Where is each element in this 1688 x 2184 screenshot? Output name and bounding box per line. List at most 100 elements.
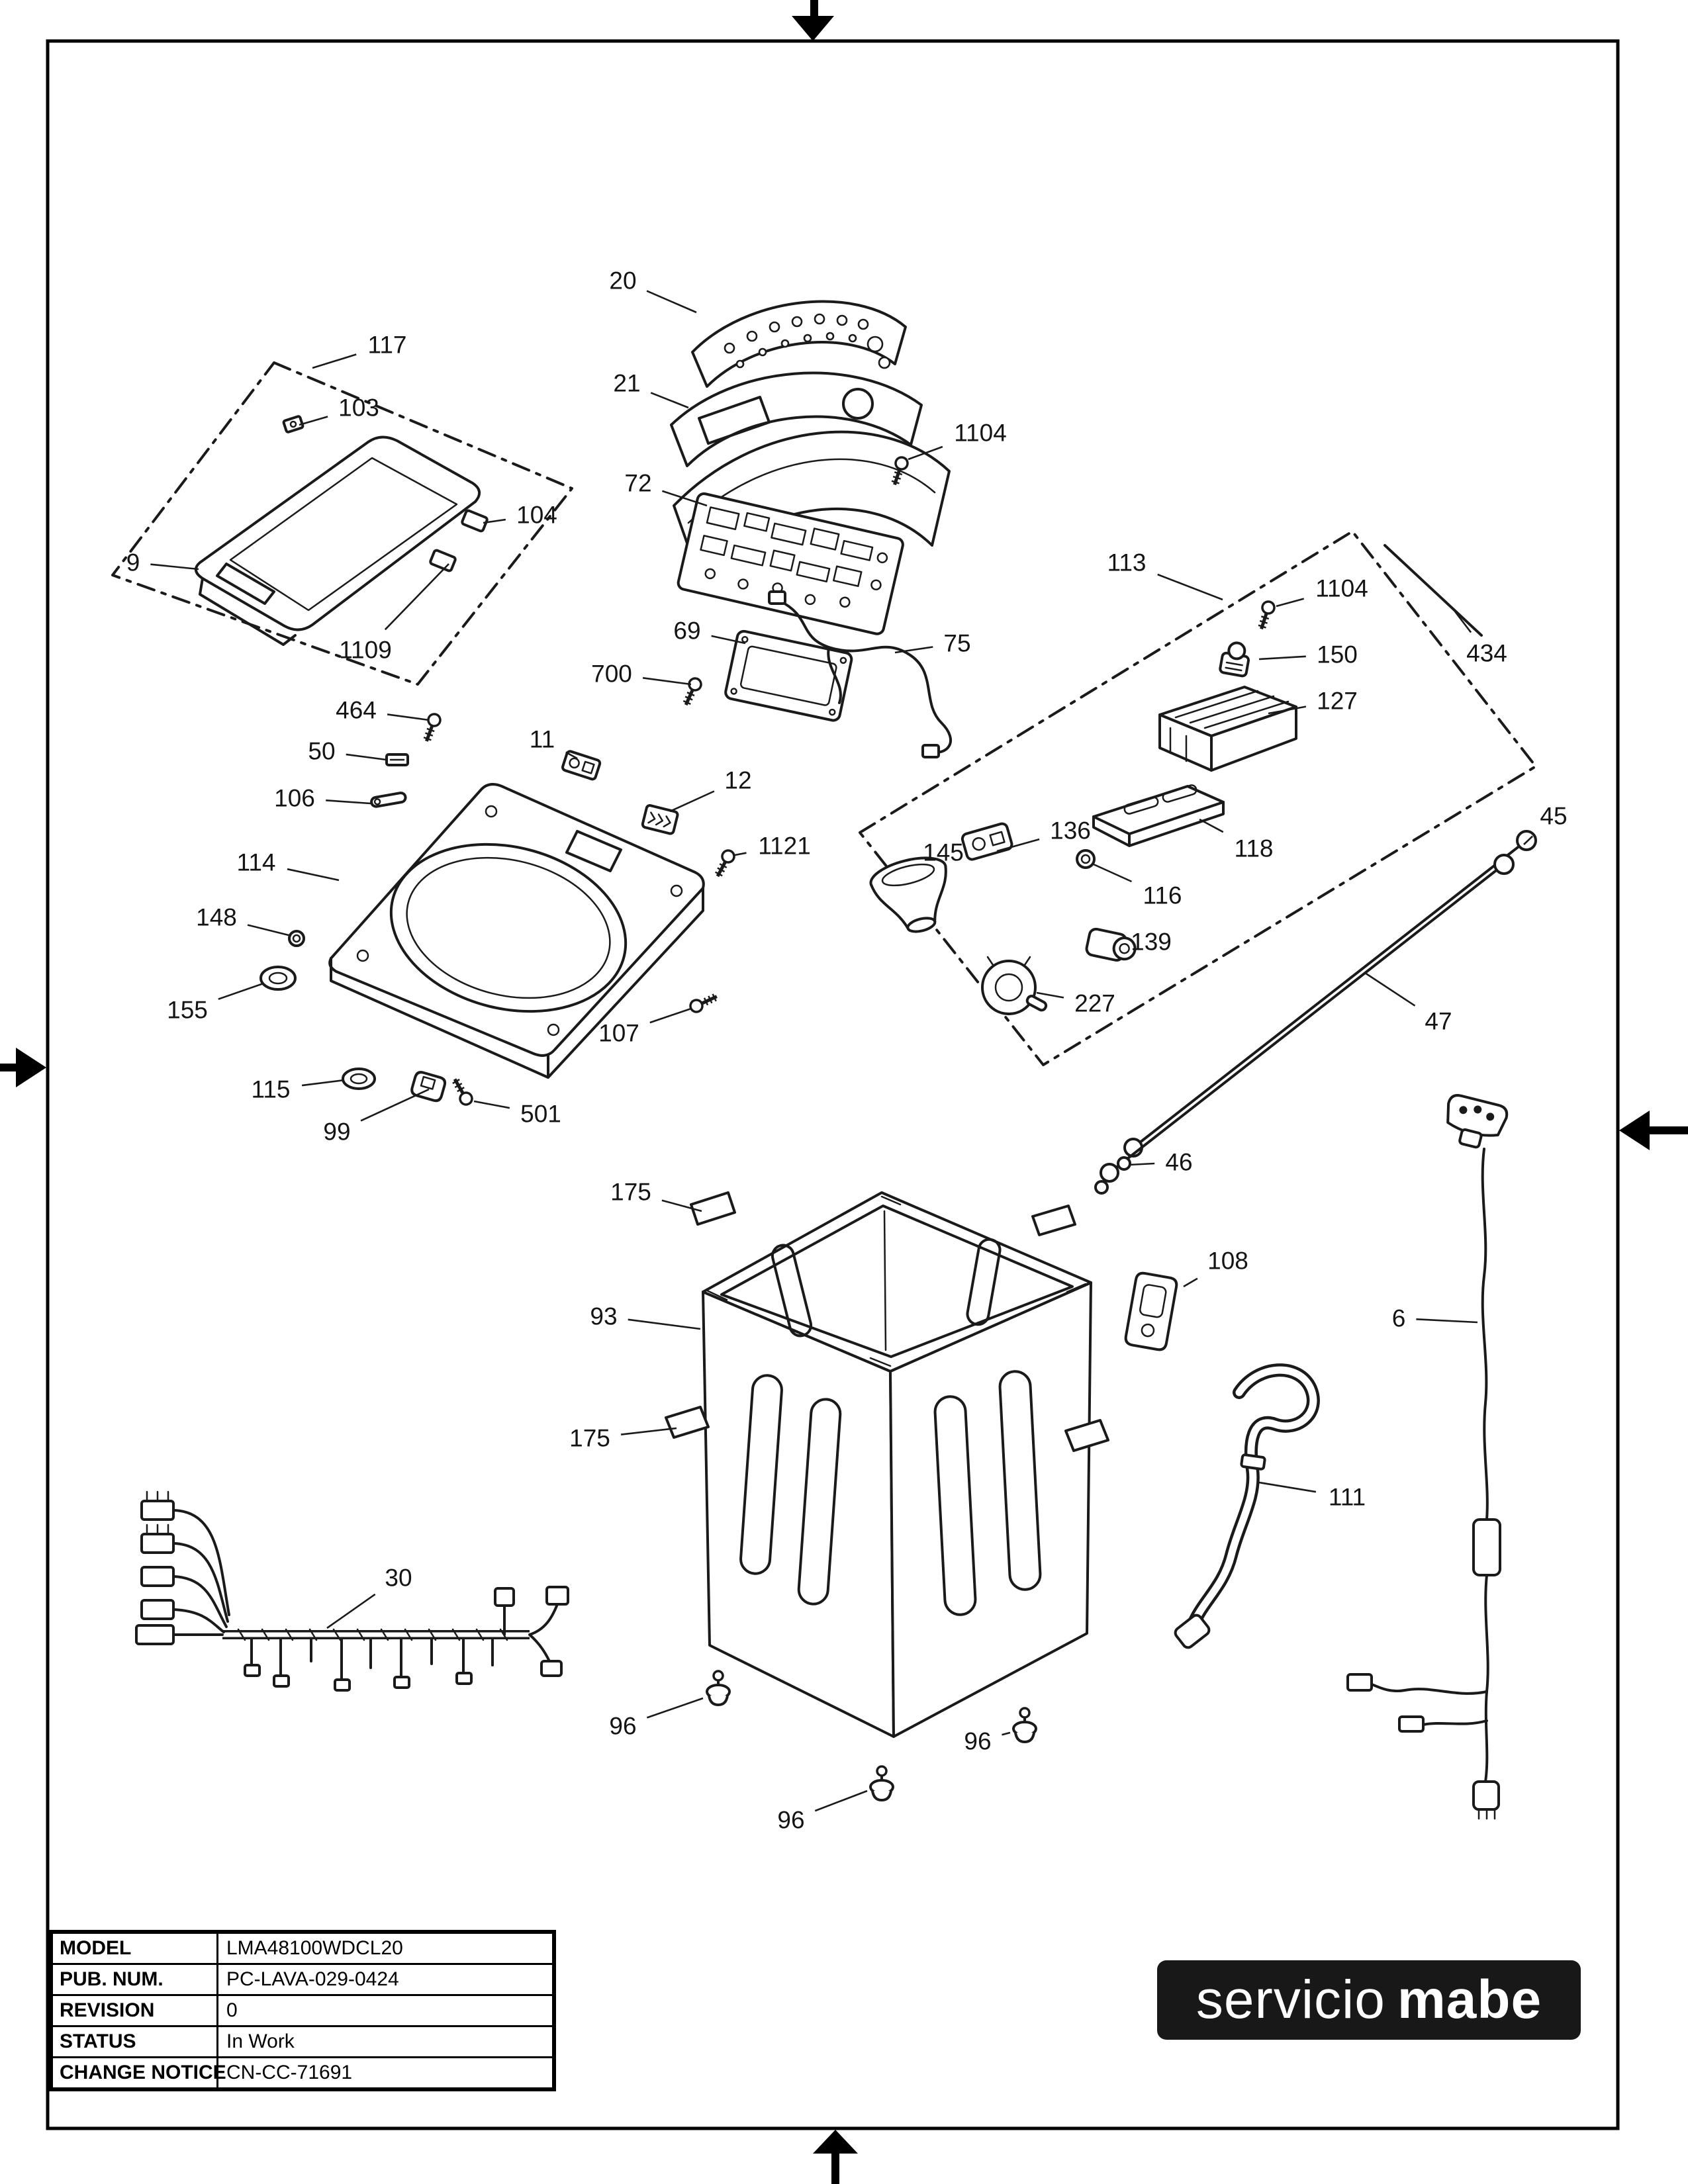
callout-148: 148 <box>196 904 237 931</box>
part-valve-bracket-136 <box>961 822 1013 861</box>
leader-line-72 <box>661 490 708 507</box>
callout-93: 93 <box>590 1303 617 1330</box>
leader-line-148 <box>247 924 292 937</box>
part-dampening-pads-175 <box>665 1191 1109 1452</box>
table-label: PUB. NUM. <box>53 1965 218 1994</box>
logo-text-servicio: servicio <box>1196 1970 1385 2030</box>
callout-11: 11 <box>530 726 555 753</box>
table-label: REVISION <box>53 1996 218 2025</box>
callout-136: 136 <box>1050 817 1091 844</box>
table-row-status: STATUS In Work <box>53 2025 552 2056</box>
part-detergent-dispenser-127 <box>1158 686 1297 772</box>
part-latch-99 <box>410 1071 447 1103</box>
leader-line-127 <box>1268 705 1307 715</box>
leader-line-434 <box>1454 611 1472 633</box>
callout-155: 155 <box>167 997 208 1024</box>
callout-106: 106 <box>274 785 315 812</box>
part-hose-coupling-139 <box>1085 927 1137 962</box>
part-valve-plate-118 <box>1092 784 1225 847</box>
registration-mark-right <box>1619 1111 1688 1150</box>
leader-line-118 <box>1199 818 1224 833</box>
table-label: STATUS <box>53 2027 218 2056</box>
leader-line-103 <box>299 416 328 426</box>
callout-127: 127 <box>1317 688 1358 715</box>
leader-line-30 <box>326 1593 376 1629</box>
leader-line-464 <box>387 713 430 721</box>
leader-line-12 <box>669 790 715 813</box>
page-border <box>46 39 1620 2130</box>
leader-line-96 <box>646 1697 704 1719</box>
callout-227: 227 <box>1074 990 1115 1017</box>
leader-line-1109 <box>384 563 449 631</box>
part-lock-bracket-108 <box>1124 1271 1178 1351</box>
table-label: CHANGE NOTICE <box>53 2058 226 2087</box>
callout-103: 103 <box>338 394 379 422</box>
leader-line-117 <box>312 353 357 369</box>
callout-75: 75 <box>943 630 970 657</box>
leader-line-75 <box>894 646 933 654</box>
part-grommet-148 <box>288 930 305 947</box>
leader-line-111 <box>1258 1481 1317 1493</box>
part-clip-50 <box>385 753 409 766</box>
part-lid-hinge-right <box>429 549 457 572</box>
table-value: In Work <box>226 2030 295 2052</box>
leader-line-1104 <box>1276 598 1305 608</box>
leader-line-150 <box>1258 655 1306 660</box>
logo-text-mabe: mabe <box>1397 1970 1542 2030</box>
callout-117: 117 <box>368 332 407 359</box>
table-value: CN-CC-71691 <box>226 2062 353 2083</box>
part-control-board <box>677 492 904 635</box>
registration-mark-left <box>0 1048 46 1087</box>
table-row-change-notice: CHANGE NOTICE CN-CC-71691 <box>53 2056 552 2087</box>
callout-139: 139 <box>1131 929 1172 956</box>
callout-96: 96 <box>609 1713 636 1740</box>
callout-150: 150 <box>1317 641 1358 668</box>
callout-434: 434 <box>1466 640 1507 667</box>
part-console-frame <box>670 371 923 467</box>
callout-118: 118 <box>1235 835 1274 862</box>
callout-45: 45 <box>1540 803 1567 830</box>
leader-line-99 <box>360 1088 430 1122</box>
part-screw-501 <box>449 1076 474 1107</box>
leader-line-69 <box>711 635 746 645</box>
part-screw-700 <box>680 676 703 707</box>
callout-700: 700 <box>591 660 632 688</box>
callout-72: 72 <box>624 470 651 497</box>
part-top-cover <box>328 783 705 1079</box>
part-nut-116 <box>1076 849 1096 869</box>
part-console-harness <box>768 590 952 758</box>
part-fill-funnel-145 <box>869 856 947 933</box>
part-dispenser-opening <box>565 830 622 872</box>
callout-96: 96 <box>777 1807 804 1834</box>
callout-1109: 1109 <box>339 637 392 664</box>
leader-line-501 <box>473 1100 510 1109</box>
table-row-model: MODEL LMA48100WDCL20 <box>53 1934 552 1963</box>
part-trim-rod-434 <box>1383 544 1483 637</box>
part-damper-pad-12 <box>641 804 679 835</box>
leader-line-9 <box>150 563 199 570</box>
part-inlet-valve-150 <box>1219 641 1250 678</box>
leader-line-6 <box>1416 1318 1478 1324</box>
part-screw-1121 <box>712 848 736 879</box>
callout-175: 175 <box>569 1425 610 1452</box>
part-suspension-rods <box>1094 830 1537 1195</box>
leader-line-11 <box>565 751 578 760</box>
leader-line-1121 <box>734 852 747 856</box>
leader-line-155 <box>218 982 264 1000</box>
table-value: PC-LAVA-029-0424 <box>226 1968 399 1990</box>
callout-46: 46 <box>1165 1149 1192 1176</box>
part-hinge-receiver-11 <box>561 750 602 781</box>
part-ring-115 <box>342 1068 376 1090</box>
part-lid-hinge-left <box>461 509 489 533</box>
leader-line-175 <box>620 1427 677 1435</box>
callout-104: 104 <box>516 502 557 529</box>
leader-line-96 <box>814 1790 868 1812</box>
leader-line-47 <box>1364 972 1416 1007</box>
leader-line-175 <box>661 1199 702 1212</box>
callout-6: 6 <box>1392 1305 1406 1332</box>
table-row-pub-num: PUB. NUM. PC-LAVA-029-0424 <box>53 1963 552 1994</box>
part-link-106 <box>370 792 407 808</box>
part-lid-hinge-clip <box>282 415 305 433</box>
leader-line-700 <box>642 677 692 686</box>
title-block-table: MODEL LMA48100WDCL20 PUB. NUM. PC-LAVA-0… <box>49 1930 556 2091</box>
